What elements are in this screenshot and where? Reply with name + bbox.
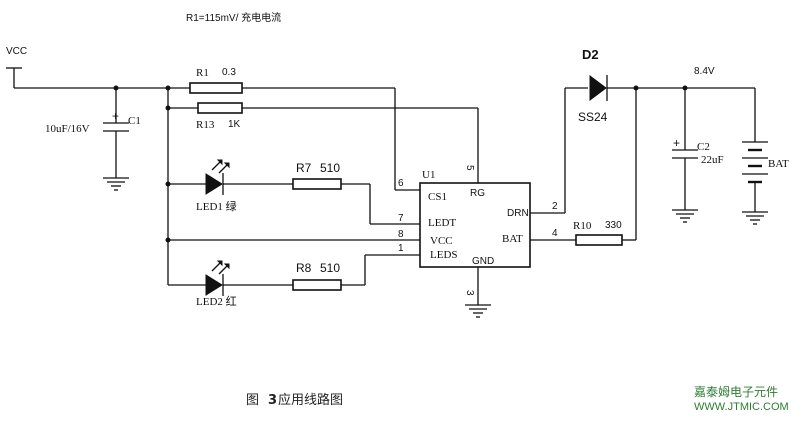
caption-prefix: 图 [246, 393, 259, 408]
r1-ref: R1 [196, 67, 209, 79]
pin-drn: DRN [507, 208, 529, 219]
caption-text: 应用线路图 [278, 392, 343, 408]
vcc-label: VCC [6, 46, 27, 57]
r10-ref: R10 [573, 220, 592, 232]
pin-bat: BAT [502, 233, 523, 245]
led2-branch: LED2 红 R8 510 [168, 254, 420, 308]
led1-diode [205, 173, 223, 195]
caption-number: 3 [268, 393, 277, 408]
c1-plus: + [112, 109, 119, 123]
watermark-line2: WWW.JTMIC.COM [694, 401, 789, 413]
watermark: 嘉泰姆电子元件 WWW.JTMIC.COM [694, 385, 789, 413]
pin-leds: LEDS [430, 249, 458, 261]
resistor-r13: R13 1K [168, 102, 479, 183]
c2-plus: + [673, 136, 680, 150]
ic-u1: U1 CS1 RG LEDT VCC LEDS GND DRN BAT 6 5 … [398, 165, 558, 296]
led1-branch: LED1 绿 R7 510 [168, 159, 420, 225]
pin-cs: CS1 [428, 191, 447, 203]
capacitor-c2: + C2 22uF [672, 88, 724, 223]
c1-value: 10uF/16V [45, 123, 90, 135]
r13-value: 1K [228, 119, 241, 130]
capacitor-c1: + C1 10uF/16V [45, 88, 141, 191]
r1-value: 0.3 [222, 67, 236, 78]
bat-label: BAT [768, 158, 789, 170]
vcc-rail [14, 87, 420, 191]
r10-value: 330 [605, 220, 622, 231]
r8-value: 510 [320, 261, 340, 275]
led1-label: LED1 绿 [196, 199, 237, 213]
watermark-line1: 嘉泰姆电子元件 [694, 385, 778, 399]
pin-num-4: 4 [552, 228, 558, 239]
pin-num-7: 7 [398, 213, 404, 224]
header-note: R1=115mV/ 充电电流 [186, 11, 281, 24]
drn-d2-path: D2 SS24 [530, 47, 755, 214]
d2-diode [589, 75, 607, 101]
led2-diode [205, 274, 223, 296]
pin-num-1: 1 [398, 243, 404, 254]
pin-rg: RG [470, 188, 485, 199]
pin-num-8: 8 [398, 229, 404, 240]
pin-ledt: LEDT [428, 217, 456, 229]
figure-caption: 图 3 应用线路图 [246, 392, 343, 408]
r13-ref: R13 [196, 119, 215, 131]
c2-ref: C2 [697, 141, 710, 153]
d2-ref: D2 [582, 47, 599, 62]
resistor-r1: R1 0.3 [189, 67, 243, 94]
r8-ref: R8 [296, 261, 312, 275]
pin-vcc: VCC [430, 235, 453, 247]
battery-bat: BAT [742, 88, 789, 225]
node-c1 [113, 85, 119, 91]
pin-num-5: 5 [464, 165, 475, 171]
ic-ground [465, 267, 491, 318]
pin-num-3: 3 [464, 290, 475, 296]
pin-gnd: GND [472, 256, 494, 267]
pin-num-6: 6 [398, 178, 404, 189]
pin-num-2: 2 [552, 201, 558, 212]
resistor-r10: R10 330 [530, 88, 637, 246]
r7-ref: R7 [296, 161, 312, 175]
led2-label: LED2 红 [196, 295, 237, 308]
vout-label: 8.4V [694, 66, 715, 77]
c2-value: 22uF [701, 154, 724, 166]
resistor-r8 [292, 279, 342, 291]
r7-value: 510 [320, 161, 340, 175]
ic-ref: U1 [422, 169, 435, 181]
c1-ref: C1 [128, 115, 141, 127]
resistor-r7 [292, 178, 342, 190]
d2-value: SS24 [578, 110, 608, 124]
vcc-terminal: VCC [6, 46, 27, 88]
